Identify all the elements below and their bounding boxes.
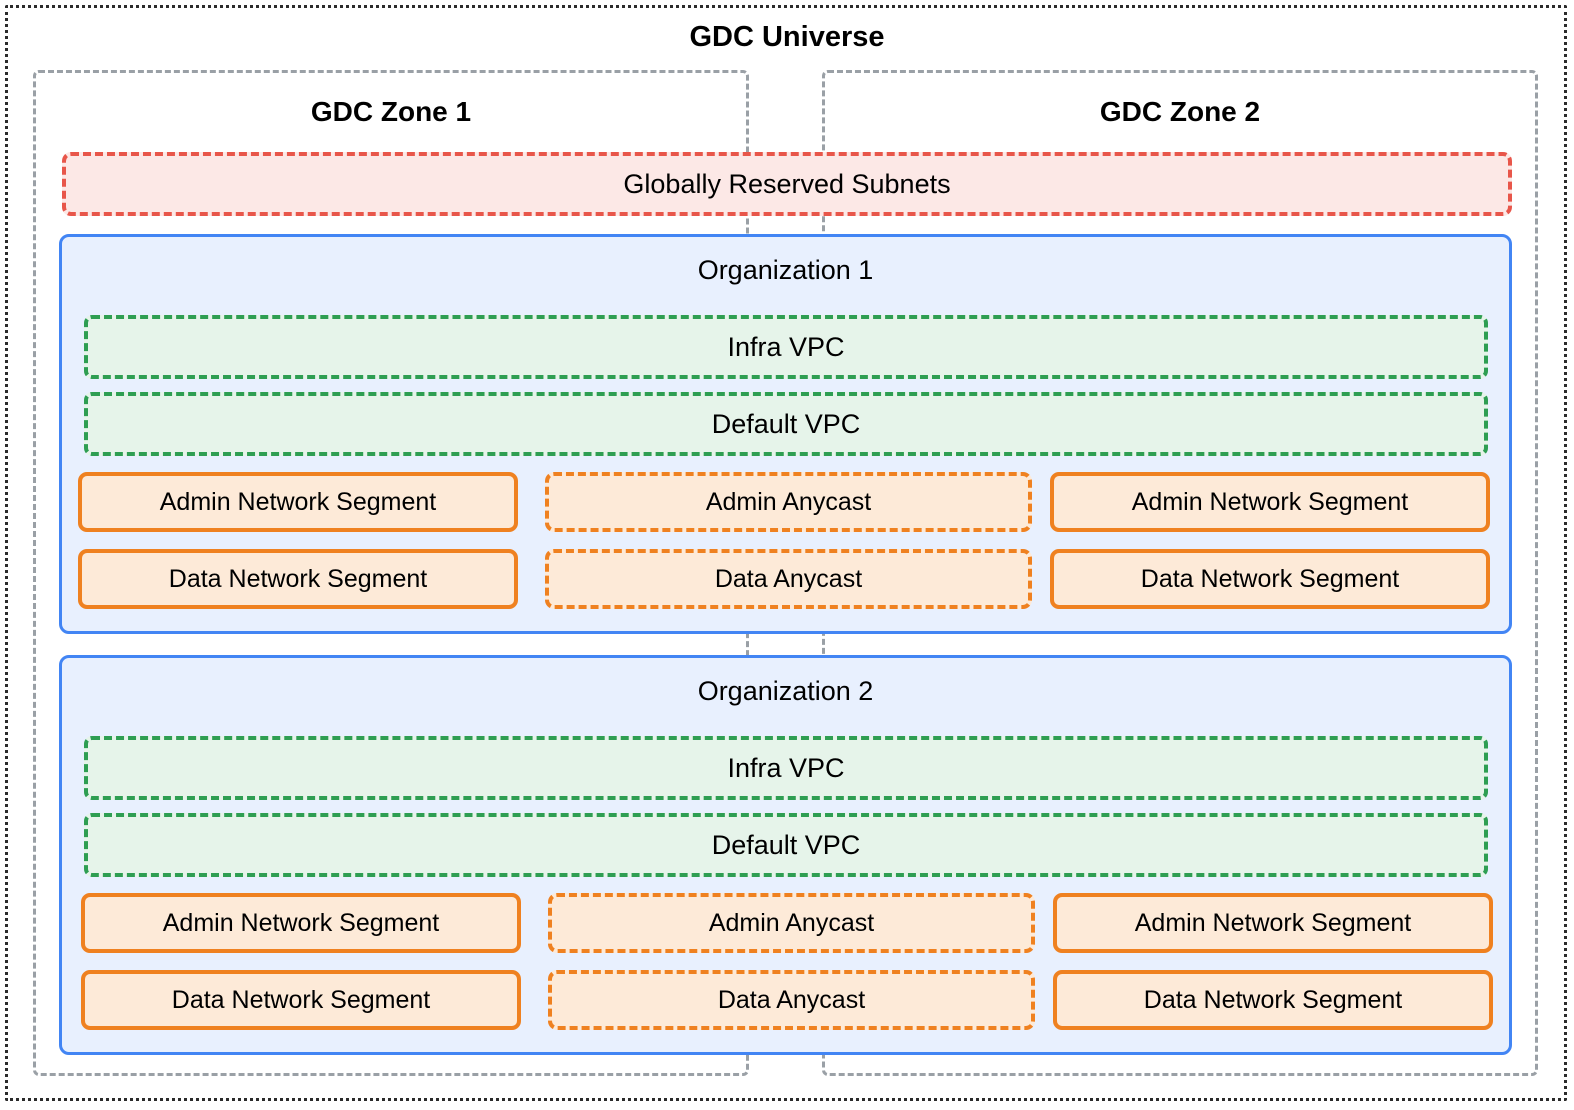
- org-2-infra-vpc-label: Infra VPC: [727, 753, 845, 783]
- org-1-admin-anycast: Admin Anycast: [545, 472, 1032, 532]
- org-2-default-vpc-box: Default VPC: [84, 813, 1488, 877]
- org-1-data-anycast: Data Anycast: [545, 549, 1032, 609]
- page-title: GDC Universe: [689, 21, 885, 53]
- org-2-zone-1-admin-network-segment: Admin Network Segment: [81, 893, 521, 953]
- org-2-zone-2-data-network-segment: Data Network Segment: [1053, 970, 1493, 1030]
- anycast-label: Data Anycast: [714, 565, 863, 593]
- gdc-zone-2-title: GDC Zone 2: [1099, 96, 1261, 127]
- gdc-universe-boundary: [5, 5, 1567, 1101]
- org-2-zone-1-data-network-segment: Data Network Segment: [81, 970, 521, 1030]
- organization-1-panel: Organization 1 Infra VPC Default VPC Adm…: [59, 234, 1512, 634]
- segment-label: Admin Network Segment: [159, 488, 437, 516]
- org-2-data-anycast: Data Anycast: [548, 970, 1035, 1030]
- org-2-infra-vpc-box: Infra VPC: [84, 736, 1488, 800]
- segment-label: Admin Network Segment: [1131, 488, 1409, 516]
- org-1-default-vpc-box: Default VPC: [84, 392, 1488, 456]
- anycast-label: Admin Anycast: [705, 488, 872, 516]
- globally-reserved-subnets-box: Globally Reserved Subnets: [62, 152, 1512, 216]
- org-1-zone-2-data-network-segment: Data Network Segment: [1050, 549, 1490, 609]
- segment-label: Data Network Segment: [1143, 986, 1403, 1014]
- segment-label: Data Network Segment: [1140, 565, 1400, 593]
- segment-label: Data Network Segment: [171, 986, 431, 1014]
- org-2-zone-2-admin-network-segment: Admin Network Segment: [1053, 893, 1493, 953]
- org-1-infra-vpc-label: Infra VPC: [727, 332, 845, 362]
- org-1-zone-1-data-network-segment: Data Network Segment: [78, 549, 518, 609]
- segment-label: Data Network Segment: [168, 565, 428, 593]
- anycast-label: Admin Anycast: [708, 909, 875, 937]
- globally-reserved-subnets-label: Globally Reserved Subnets: [623, 169, 951, 199]
- org-1-zone-2-admin-network-segment: Admin Network Segment: [1050, 472, 1490, 532]
- organization-2-title: Organization 2: [697, 676, 874, 706]
- org-2-default-vpc-label: Default VPC: [711, 830, 861, 860]
- org-1-infra-vpc-box: Infra VPC: [84, 315, 1488, 379]
- org-2-admin-anycast: Admin Anycast: [548, 893, 1035, 953]
- anycast-label: Data Anycast: [717, 986, 866, 1014]
- organization-1-title: Organization 1: [697, 255, 874, 285]
- segment-label: Admin Network Segment: [162, 909, 440, 937]
- segment-label: Admin Network Segment: [1134, 909, 1412, 937]
- organization-2-panel: Organization 2 Infra VPC Default VPC Adm…: [59, 655, 1512, 1055]
- gdc-zone-1-title: GDC Zone 1: [310, 96, 472, 127]
- org-1-default-vpc-label: Default VPC: [711, 409, 861, 439]
- org-1-zone-1-admin-network-segment: Admin Network Segment: [78, 472, 518, 532]
